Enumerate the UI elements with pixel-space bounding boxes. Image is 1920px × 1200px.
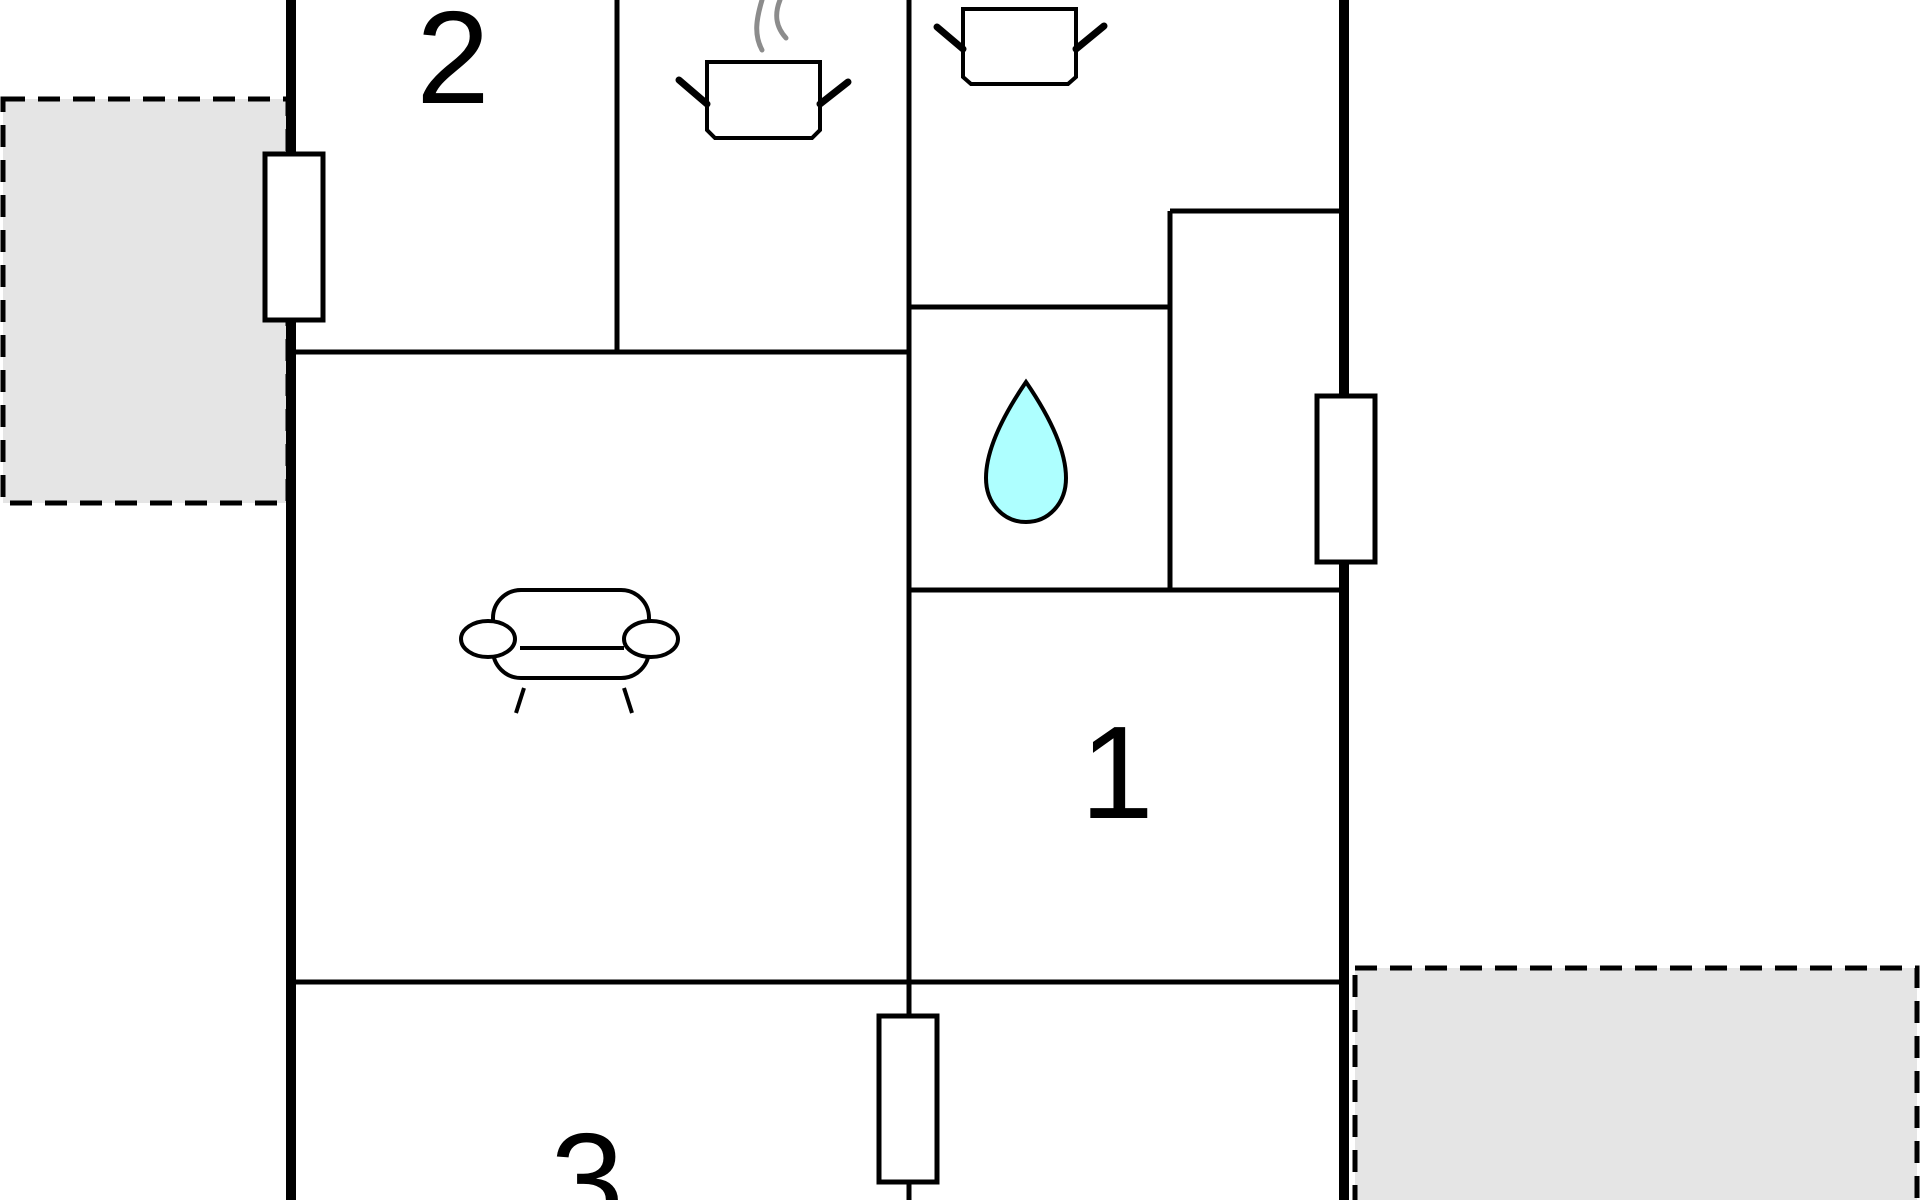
window-left-wall [262,151,326,323]
steam-icon [754,0,765,53]
room-label-bedroom-1: 1 [1080,699,1153,846]
exterior-walls [286,0,1349,1200]
steam-icon [774,0,789,41]
room-label-bedroom-3: 3 [550,1106,623,1200]
water-drop-icon [983,378,1069,525]
window-icon [262,151,1378,1185]
terrace-bottom-right [1352,965,1920,1200]
terrace-top-left [0,96,291,506]
window-right-wall [1314,393,1378,565]
interior-walls [296,0,1339,1200]
cooking-pot-icon [933,7,1108,86]
cooking-pot-icon [675,0,852,140]
window-bottom-wall [876,1013,940,1185]
sofa-icon [459,588,680,714]
room-label-bedroom-2: 2 [416,0,489,131]
